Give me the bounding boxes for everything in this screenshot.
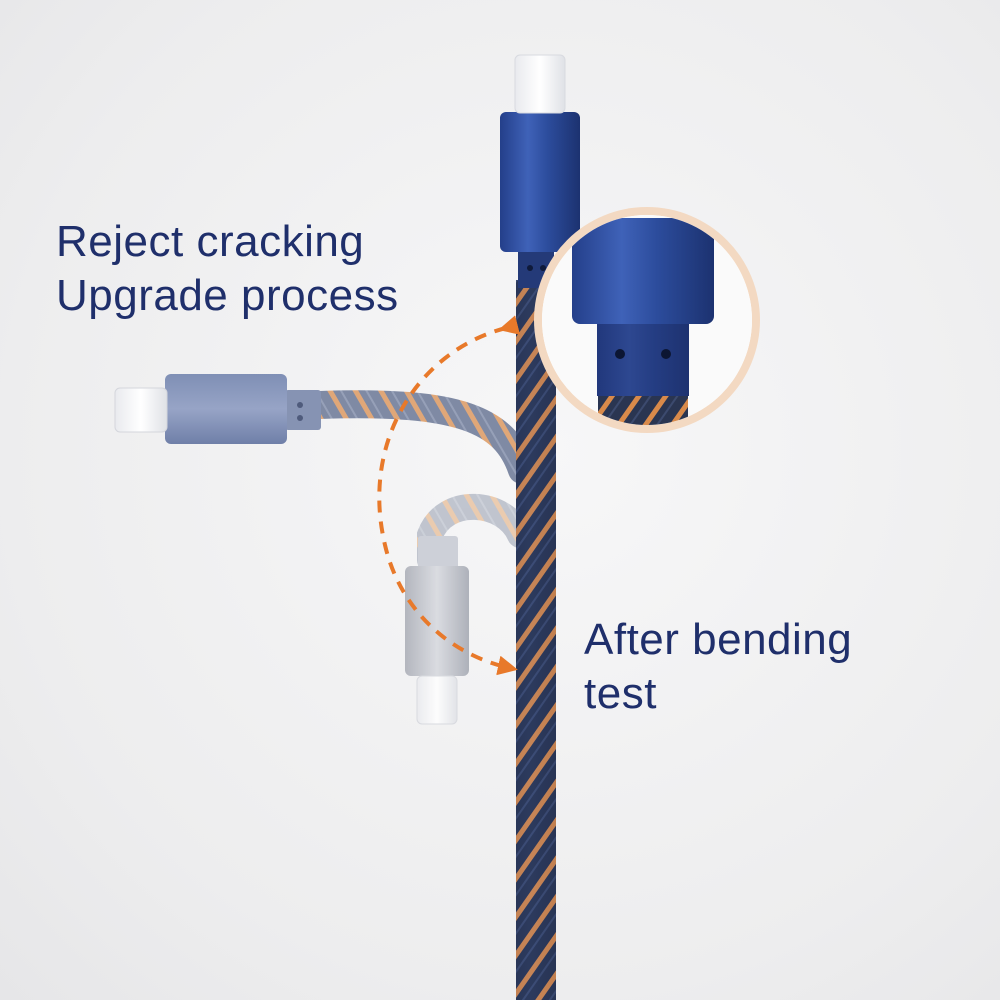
main-connector-tip xyxy=(514,54,566,114)
main-connector-housing xyxy=(500,112,580,252)
horizontal-connector-housing xyxy=(165,374,287,444)
zoom-detail xyxy=(534,207,760,433)
main-cable xyxy=(500,54,580,1000)
caption-top-line1: Reject cracking xyxy=(56,217,365,266)
horizontal-connector-tip xyxy=(114,387,168,433)
faded-bent-cable xyxy=(405,493,533,725)
horizontal-connector-neck xyxy=(285,390,321,430)
caption-top-line2: Upgrade process xyxy=(56,271,399,320)
faded-connector-housing xyxy=(405,566,469,676)
faded-connector-neck xyxy=(418,536,458,570)
caption-bottom-line2: test xyxy=(584,669,657,718)
caption-top: Reject cracking Upgrade process xyxy=(56,220,399,318)
curved-dashed-arrow-icon xyxy=(377,315,521,676)
bent-cable-horizontal xyxy=(114,374,536,484)
faded-connector-tip xyxy=(416,675,458,725)
caption-bottom: After bending test xyxy=(584,618,852,716)
caption-bottom-line1: After bending xyxy=(584,615,853,664)
